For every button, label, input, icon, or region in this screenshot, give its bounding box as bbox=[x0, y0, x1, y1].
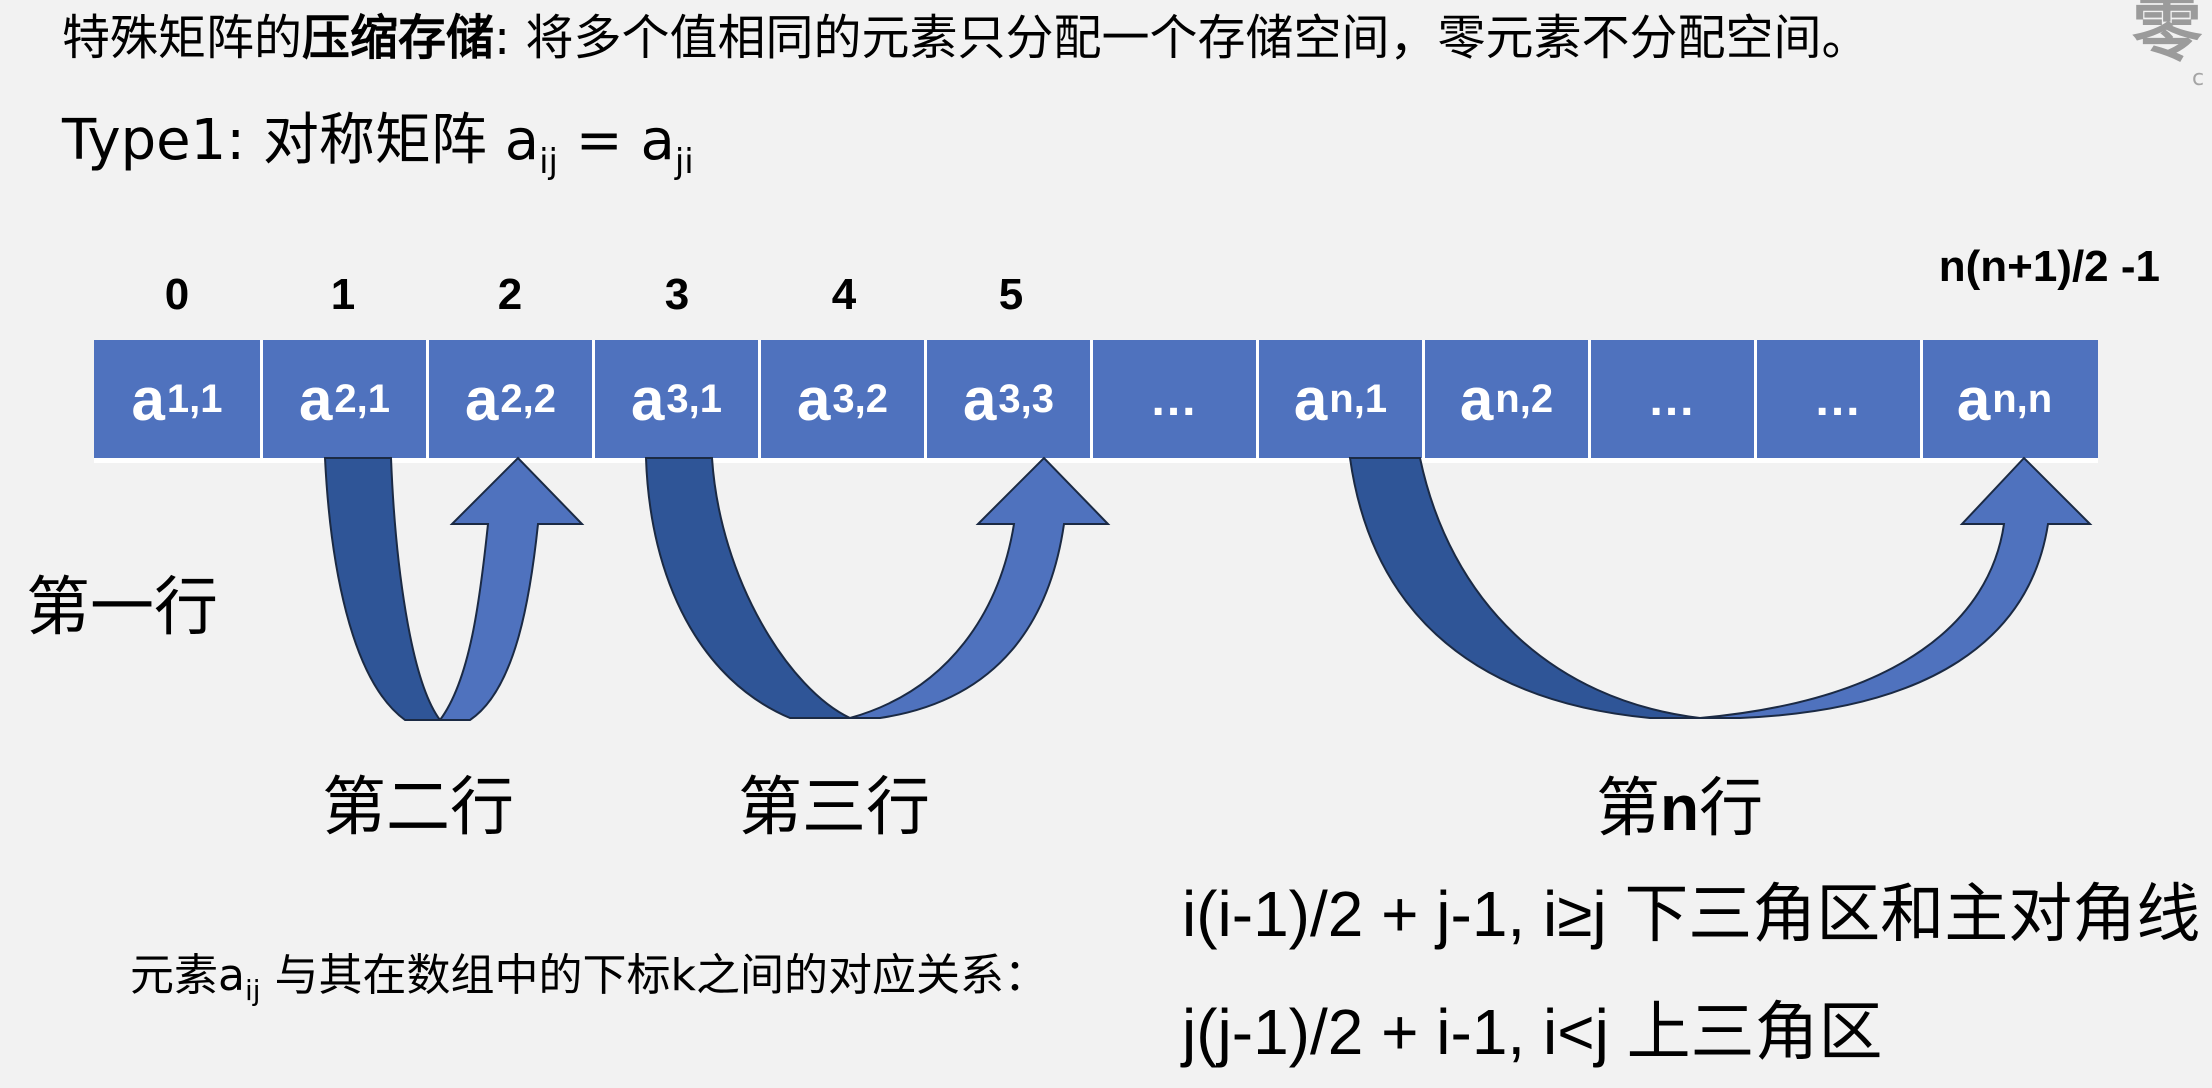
corner-logo-sub: c bbox=[2192, 66, 2205, 91]
relation-label: 元素aij 与其在数组中的下标k之间的对应关系： bbox=[130, 950, 1048, 1007]
title-line: 特殊矩阵的压缩存储: 将多个值相同的元素只分配一个存储空间，零元素不分配空间。 bbox=[62, 6, 1869, 70]
index-label: 5 bbox=[998, 270, 1024, 319]
type-label: Type1 bbox=[62, 108, 227, 173]
index-label: 4 bbox=[831, 270, 857, 319]
row-two-label: 第二行 bbox=[322, 771, 514, 845]
type-line: Type1: 对称矩阵 aij = aji bbox=[62, 103, 694, 200]
row-three-label: 第三行 bbox=[738, 771, 930, 845]
formula-lower: i(i-1)/2 + j-1, i≥j 下三角区和主对角线 bbox=[1182, 872, 2200, 957]
row-one-label: 第一行 bbox=[26, 571, 218, 645]
title-prefix: 特殊矩阵的 bbox=[62, 10, 303, 66]
type-sub-ji: ji bbox=[674, 142, 694, 182]
formula-upper-expr: j(j-1)/2 + i-1, i<j bbox=[1182, 996, 1627, 1068]
type-eq: = a bbox=[557, 108, 675, 173]
type-desc: : 对称矩阵 a bbox=[226, 108, 540, 173]
title-emphasis: 压缩存储 bbox=[302, 10, 495, 66]
index-label: 0 bbox=[164, 270, 190, 319]
title-text: : 将多个值相同的元素只分配一个存储空间，零元素不分配空间。 bbox=[494, 10, 1870, 66]
array-cell-ellipsis: ... bbox=[1754, 340, 1920, 458]
index-label: 2 bbox=[497, 270, 523, 319]
index-label: 1 bbox=[330, 270, 356, 319]
corner-logo: 零 bbox=[2132, 0, 2202, 71]
row-two-arrow bbox=[323, 456, 585, 721]
type-sub-ij: ij bbox=[539, 142, 558, 182]
formula-upper: j(j-1)/2 + i-1, i<j 上三角区 bbox=[1182, 990, 1883, 1075]
index-label: 3 bbox=[664, 270, 690, 319]
formula-lower-expr: i(i-1)/2 + j-1, i≥j bbox=[1182, 878, 1625, 950]
formula-lower-desc: 下三角区和主对角线 bbox=[1624, 878, 2201, 952]
array-cell-ellipsis: ... bbox=[1588, 340, 1754, 458]
row-three-arrow bbox=[644, 456, 1111, 719]
row-n-label: 第n行 bbox=[1596, 772, 1764, 846]
row-n-arrow bbox=[1348, 456, 2093, 719]
index-label-last: n(n+1)/2 -1 bbox=[1938, 242, 2160, 291]
array-cell-ellipsis: ... bbox=[1090, 340, 1256, 458]
formula-upper-desc: 上三角区 bbox=[1626, 996, 1883, 1070]
